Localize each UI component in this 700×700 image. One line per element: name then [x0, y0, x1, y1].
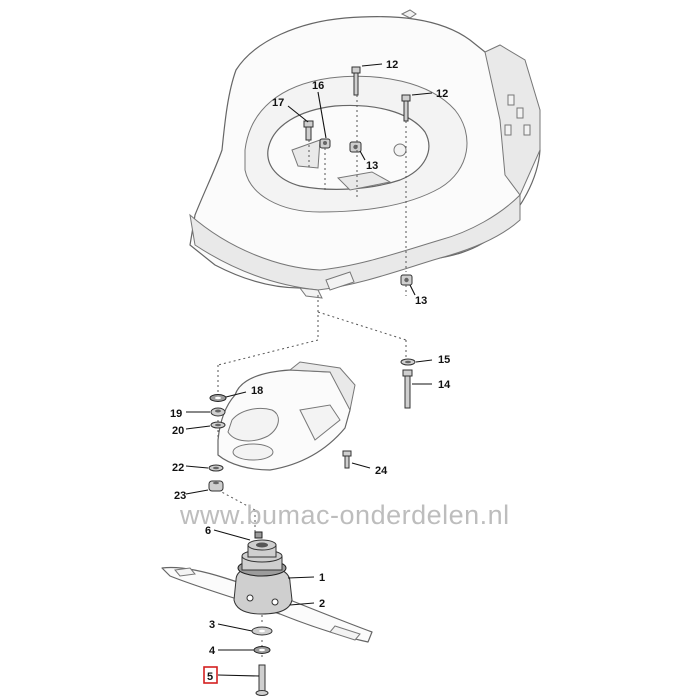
- washer-3: [251, 626, 273, 636]
- callout-13-lower: 13: [415, 295, 427, 307]
- callout-6: 6: [205, 525, 211, 537]
- callout-18: 18: [251, 385, 263, 397]
- side-slots: [504, 94, 531, 136]
- callout-5: 5: [207, 671, 213, 683]
- washer-4: [253, 646, 271, 654]
- deck-nut-13-lower: [400, 274, 413, 286]
- baffle-plate: [217, 361, 356, 471]
- deck-nut-16: [319, 138, 331, 149]
- bolt-5: [255, 664, 269, 696]
- callout-1: 1: [319, 572, 325, 584]
- callout-5-highlight-box: [203, 666, 218, 684]
- leader-lines: [185, 63, 433, 677]
- callout-13-upper: 13: [366, 160, 378, 172]
- washer-15: [400, 358, 416, 366]
- callout-20: 20: [172, 425, 184, 437]
- deck-nut-13-upper: [349, 141, 362, 153]
- callout-4: 4: [209, 645, 216, 657]
- nut-23: [208, 480, 224, 492]
- blade-adapter: [237, 539, 287, 577]
- washer-20: [210, 421, 226, 429]
- deck-bolt-12-left: [351, 66, 361, 96]
- callout-15: 15: [438, 354, 450, 366]
- washer-22: [208, 464, 224, 472]
- callout-22: 22: [172, 462, 184, 474]
- spacer-19: [210, 407, 226, 417]
- bolt-14: [402, 369, 413, 409]
- mower-deck: [189, 9, 541, 299]
- callouts: 12 12 16 17 13 13 15 14 18 19 20 22 23 2…: [170, 59, 451, 684]
- callout-14: 14: [438, 379, 451, 391]
- assembly-lines: [217, 95, 407, 660]
- callout-24: 24: [375, 465, 388, 477]
- callout-16: 16: [312, 80, 324, 92]
- callout-17: 17: [272, 97, 284, 109]
- callout-19: 19: [170, 408, 182, 420]
- callout-12-right: 12: [436, 88, 448, 100]
- key-6: [254, 531, 263, 539]
- bolt-24: [342, 450, 352, 469]
- callout-2: 2: [319, 598, 325, 610]
- callout-3: 3: [209, 619, 215, 631]
- callout-23: 23: [174, 490, 186, 502]
- washer-18: [209, 394, 227, 402]
- watermark: www.bumac-onderdelen.nl: [179, 500, 510, 530]
- callout-12-left: 12: [386, 59, 398, 71]
